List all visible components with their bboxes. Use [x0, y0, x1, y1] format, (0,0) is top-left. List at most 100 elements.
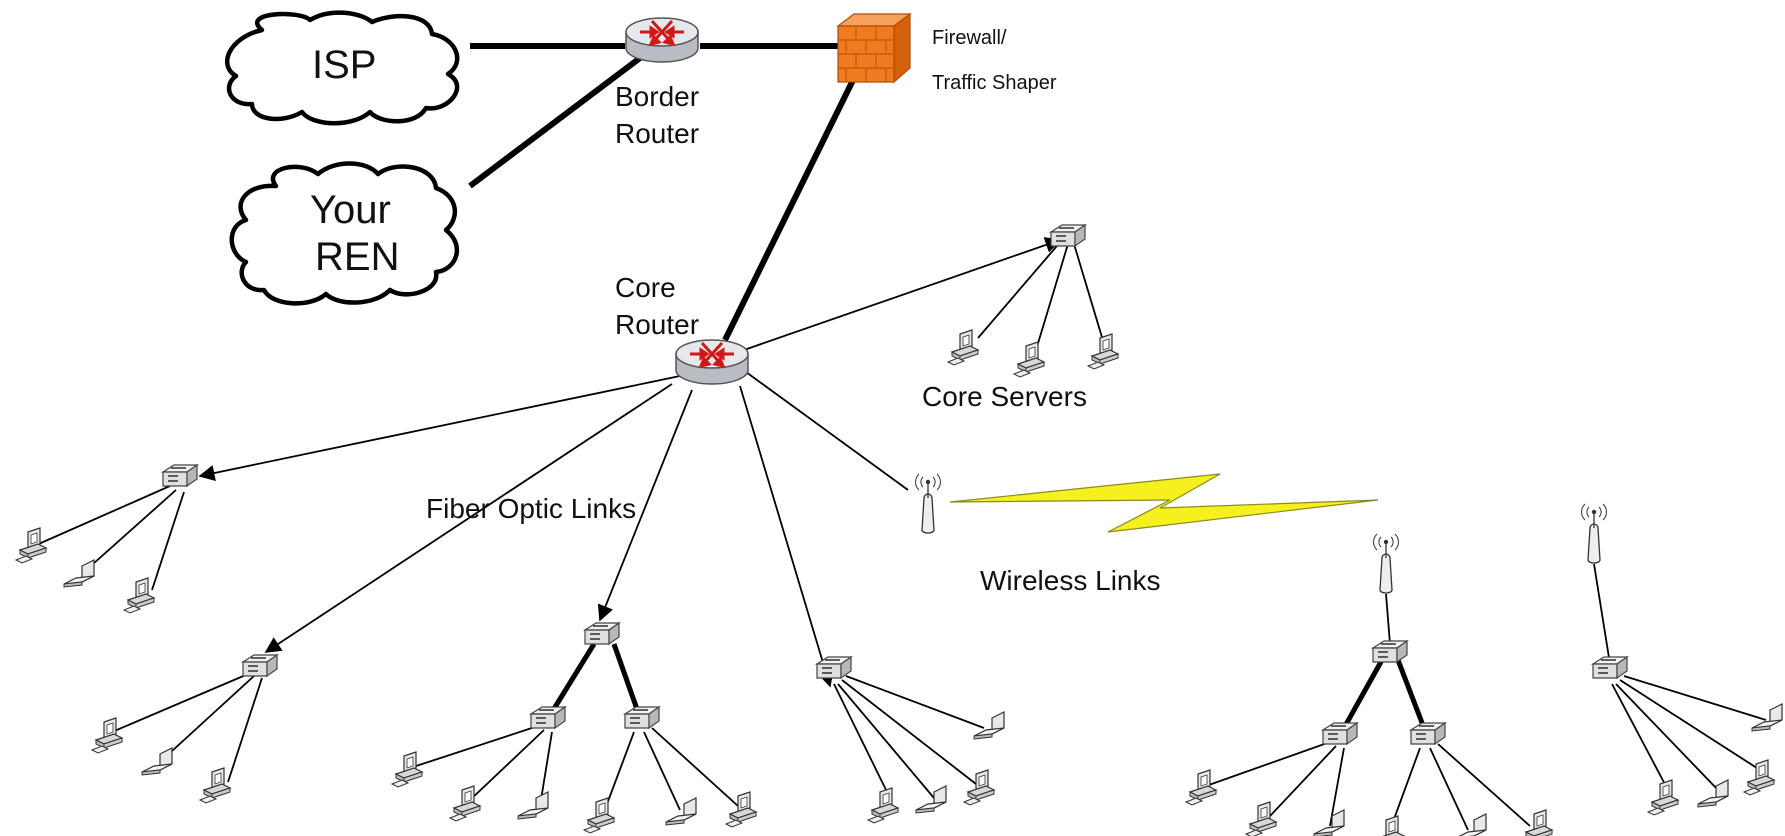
- link-server-2: [1035, 243, 1069, 351]
- link-s2-c: [227, 677, 263, 783]
- link-s4-d: [833, 683, 891, 799]
- wireless-links-label: Wireless Links: [980, 565, 1160, 596]
- core-router-label-line2: Router: [615, 309, 699, 340]
- antenna-icon: [1580, 503, 1608, 564]
- switch-icon-3a: [530, 706, 566, 729]
- link-sb-d: [1611, 683, 1669, 791]
- switch-icon-1: [162, 464, 198, 487]
- antenna-icon: [914, 473, 942, 534]
- core-router-icon: [674, 338, 750, 386]
- switch-icon-4: [816, 656, 852, 679]
- link-s3a-a: [409, 725, 539, 769]
- server-icon-3: [1087, 333, 1119, 370]
- link-wa2-a: [1389, 747, 1421, 831]
- desktop-icon: [199, 767, 231, 804]
- laptop-icon: [1313, 809, 1345, 836]
- link-wa1-b: [1269, 745, 1337, 817]
- desktop-icon: [725, 791, 757, 828]
- switch-icon-6: [1592, 656, 1628, 679]
- link-antenna-a-switch: [1385, 593, 1391, 645]
- link-ren-border: [468, 55, 642, 189]
- desktop-icon: [1245, 801, 1277, 836]
- firewall-label-line1: Firewall/: [932, 27, 1007, 49]
- link-wa-right: [1395, 659, 1427, 729]
- desktop-icon: [1373, 815, 1405, 836]
- link-core-antenna: [745, 371, 909, 491]
- link-wa1-a: [1205, 741, 1331, 787]
- link-s3b-a: [603, 731, 635, 813]
- link-wa1-c: [1329, 747, 1345, 827]
- ren-cloud: [229, 161, 459, 306]
- laptop-icon: [665, 797, 697, 826]
- laptop-icon: [141, 747, 173, 776]
- link-s3-right: [611, 643, 641, 713]
- desktop-icon: [1743, 759, 1775, 796]
- laptop-icon: [1455, 813, 1487, 836]
- link-server-1: [977, 239, 1063, 339]
- link-server-3: [1073, 243, 1105, 345]
- desktop-icon: [15, 527, 47, 564]
- desktop-icon: [391, 751, 423, 788]
- desktop-icon: [123, 577, 155, 614]
- link-core-servers: [743, 237, 1062, 351]
- border-router-icon: [624, 16, 700, 64]
- core-servers-label: Core Servers: [922, 381, 1087, 412]
- fiber-links-label: Fiber Optic Links: [426, 493, 636, 524]
- switch-icon-3: [584, 622, 620, 645]
- switch-icon-3b: [624, 706, 660, 729]
- link-s1-a: [33, 485, 171, 547]
- firewall-icon: [836, 12, 912, 84]
- link-s4-a: [845, 675, 985, 729]
- switch-icon-5: [1372, 640, 1408, 663]
- link-wa2-b: [1429, 747, 1469, 831]
- desktop-icon: [583, 797, 615, 834]
- lightning-bolt: [949, 473, 1379, 533]
- switch-icon-5b: [1410, 722, 1446, 745]
- desktop-icon: [1647, 779, 1679, 816]
- desktop-icon: [91, 717, 123, 754]
- ren-label-line1: Your: [310, 188, 391, 232]
- desktop-icon: [867, 787, 899, 824]
- link-firewall-core: [722, 68, 861, 342]
- firewall-label-line2: Traffic Shaper: [932, 72, 1057, 94]
- switch-icon-2: [242, 654, 278, 677]
- link-s3b-b: [643, 731, 681, 811]
- desktop-icon: [1185, 769, 1217, 806]
- link-s2-b: [159, 675, 255, 763]
- server-icon-2: [1013, 341, 1045, 378]
- link-wa2-c: [1437, 743, 1531, 827]
- isp-label: ISP: [312, 43, 376, 87]
- link-s3b-c: [651, 727, 739, 807]
- isp-cloud: [225, 10, 460, 126]
- laptop-icon: [915, 785, 947, 814]
- core-servers-switch-icon: [1050, 224, 1086, 247]
- link-core-switch-4: [739, 385, 834, 688]
- link-core-switch-3: [597, 389, 693, 622]
- desktop-icon: [449, 785, 481, 822]
- border-router-label-line2: Router: [615, 118, 699, 149]
- server-icon-1: [947, 329, 979, 366]
- link-sb-a: [1623, 675, 1767, 721]
- antenna-icon: [1372, 533, 1400, 594]
- link-wa-left: [1341, 658, 1385, 730]
- link-s1-b: [83, 489, 177, 573]
- ren-label-line2: REN: [315, 235, 399, 279]
- core-router-label-line1: Core: [615, 272, 676, 303]
- link-s3a-b: [469, 729, 545, 801]
- link-s2-a: [111, 673, 249, 733]
- link-core-switch-2: [264, 383, 673, 653]
- laptop-icon: [517, 791, 549, 820]
- link-antenna-b-switch: [1593, 563, 1611, 665]
- desktop-icon: [963, 769, 995, 806]
- link-s3-left: [549, 642, 597, 714]
- link-s4-b: [841, 679, 977, 785]
- link-s1-c: [151, 491, 185, 591]
- link-sb-b: [1619, 679, 1761, 771]
- link-s4-c: [837, 683, 935, 799]
- link-core-switch-1: [198, 375, 681, 481]
- switch-icon-5a: [1322, 722, 1358, 745]
- border-router-label-line1: Border: [615, 81, 699, 112]
- link-sb-c: [1615, 683, 1719, 791]
- laptop-icon: [63, 559, 95, 588]
